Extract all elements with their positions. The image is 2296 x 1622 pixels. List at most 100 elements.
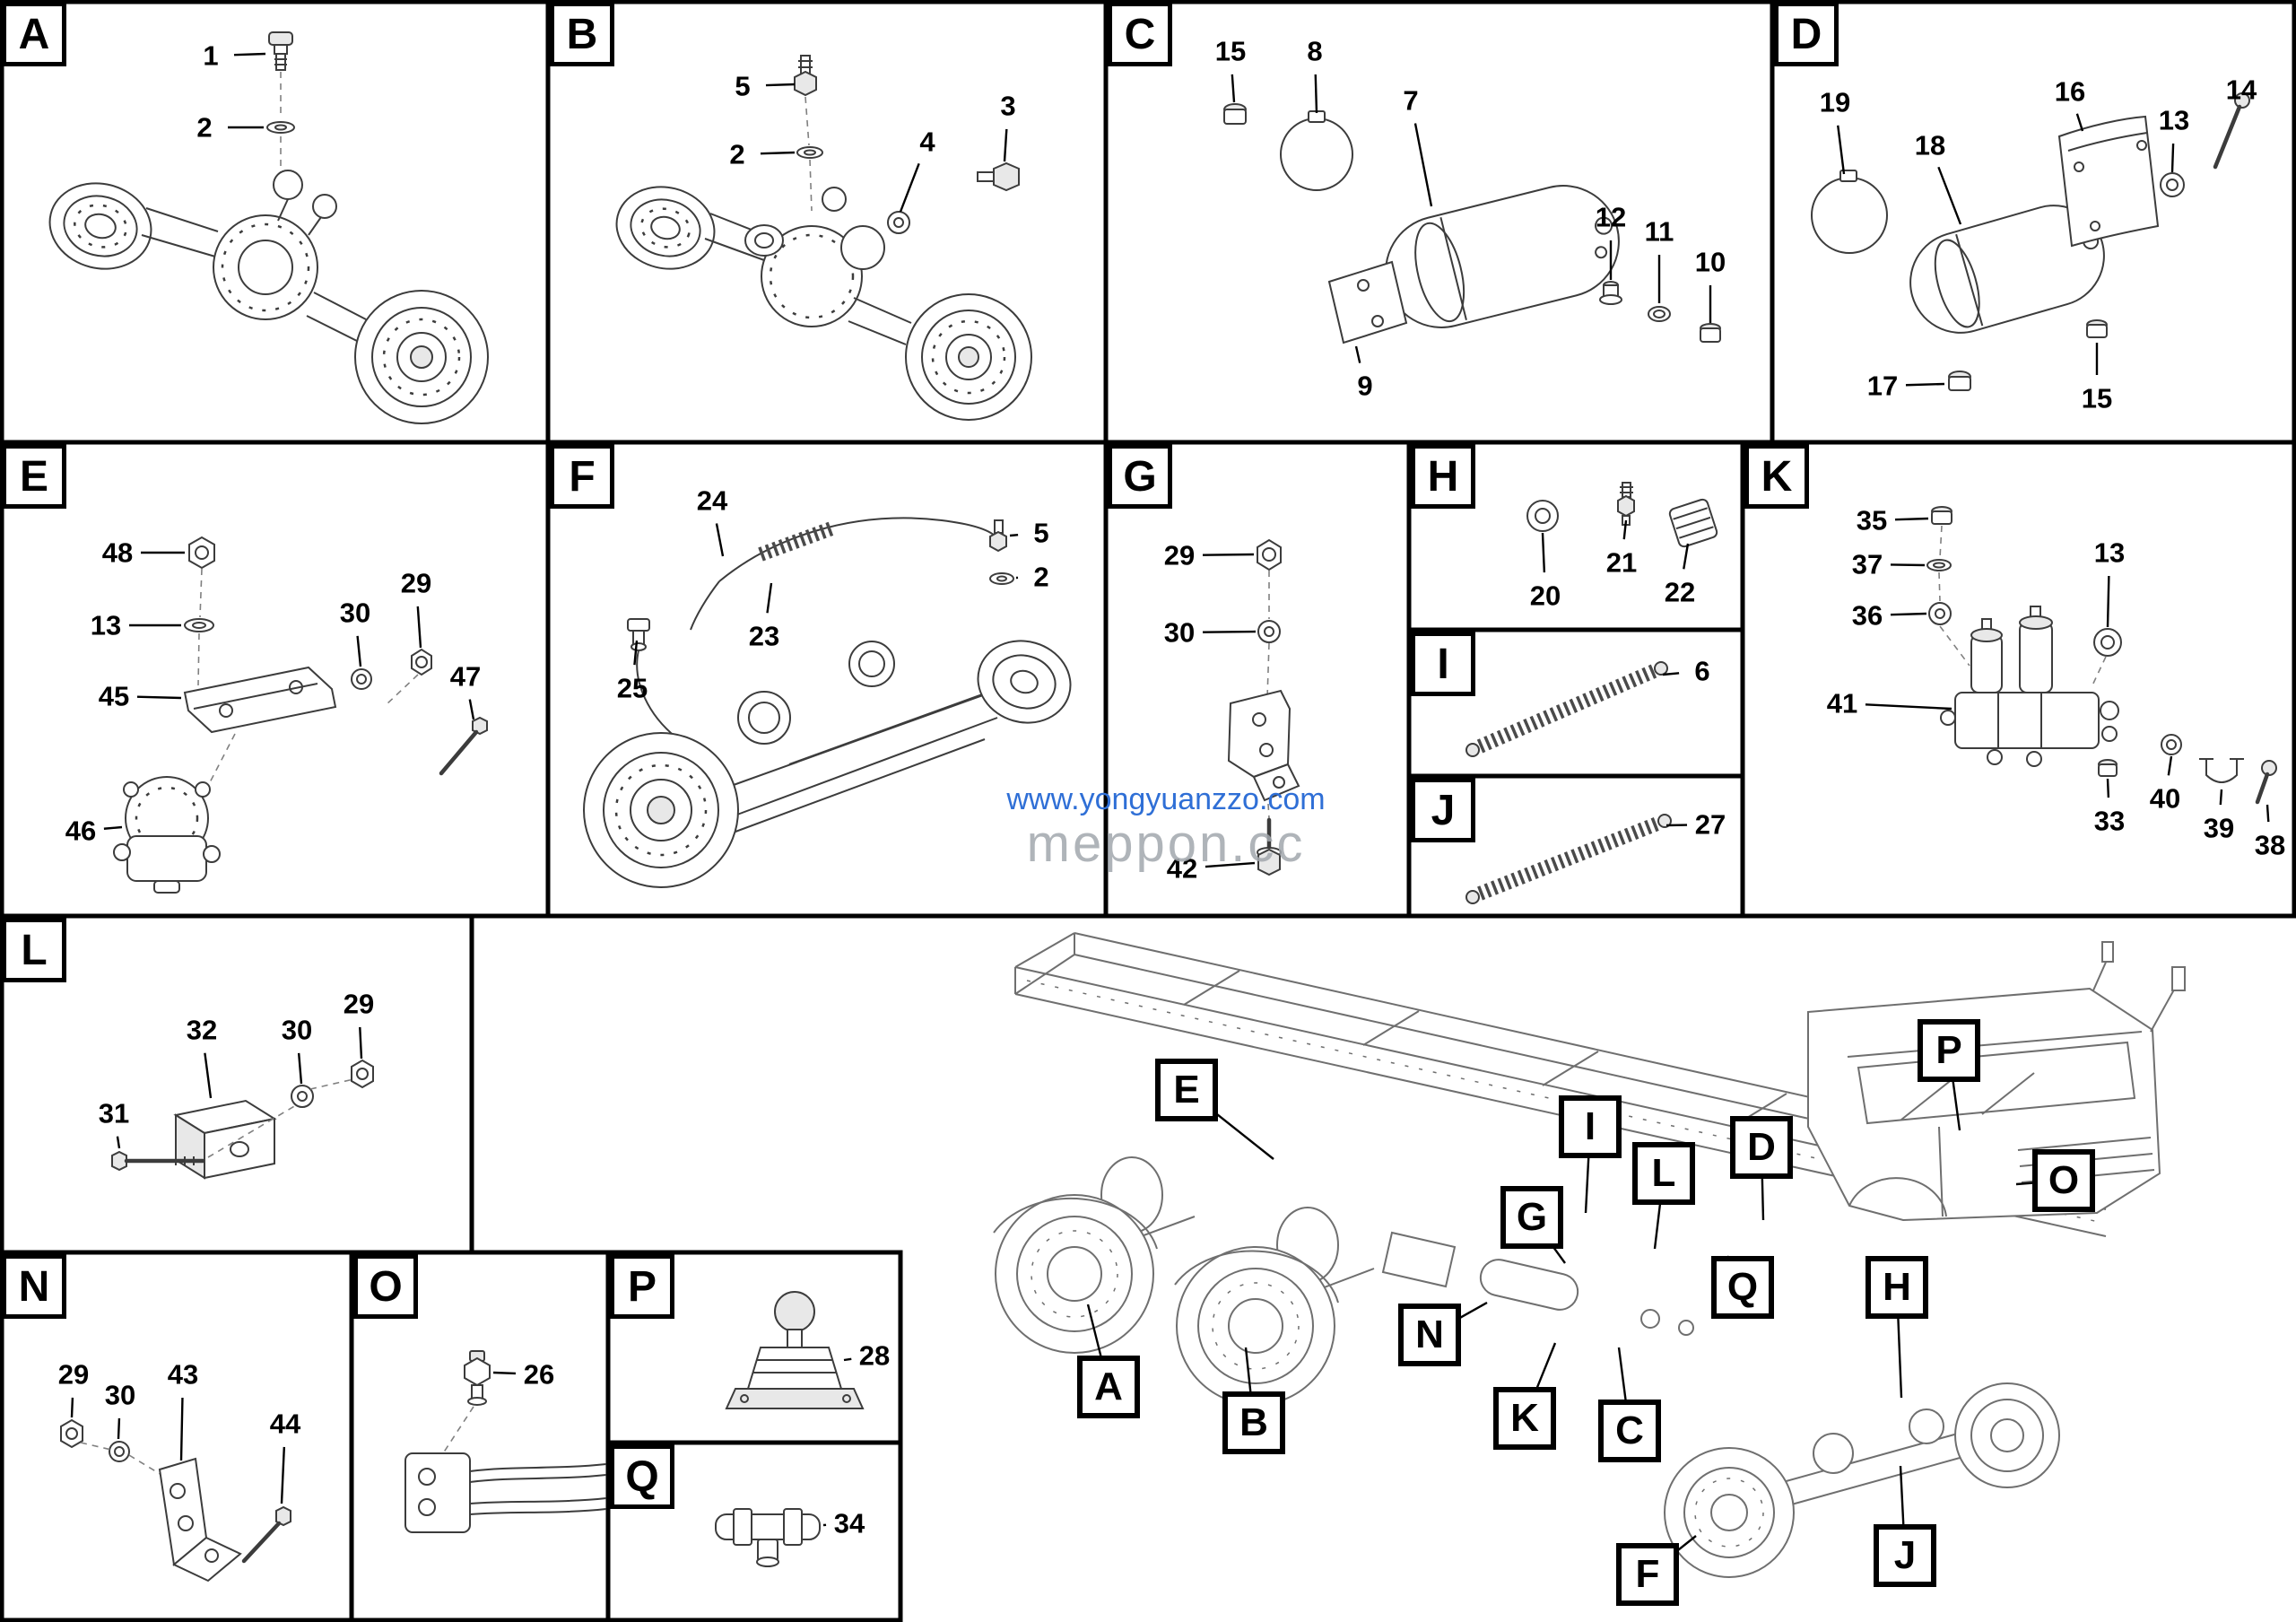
location-tag-P: P xyxy=(1918,1019,1980,1082)
valve-41-assembly xyxy=(1940,606,2119,767)
nut-29-part xyxy=(60,1418,83,1449)
callout-B-2: 2 xyxy=(729,138,745,170)
truck-overview-drawing xyxy=(993,932,2186,1578)
leader-line xyxy=(1899,1465,1905,1526)
nut-29-part xyxy=(1257,538,1282,571)
panel-B-label: B xyxy=(550,2,614,66)
plug-15-part xyxy=(1223,103,1247,125)
callout-D-17: 17 xyxy=(1866,370,1899,402)
washer-30-part xyxy=(1257,620,1281,643)
washer-37-part xyxy=(1926,559,1952,571)
leader-line xyxy=(179,1397,184,1461)
callout-E-48: 48 xyxy=(101,536,134,569)
callout-leader-lines xyxy=(70,52,2270,1557)
leader-line xyxy=(359,1026,363,1060)
leader-line xyxy=(1231,74,1236,103)
leader-line xyxy=(2266,804,2270,823)
callout-C-9: 9 xyxy=(1357,370,1373,402)
front-axle-assembly xyxy=(583,640,1072,888)
leader-line xyxy=(280,1446,286,1504)
watermark-domain: meppon.cc xyxy=(1026,815,1306,873)
callout-B-4: 4 xyxy=(919,126,935,158)
leader-line xyxy=(2170,143,2175,173)
watermark: www.yongyuanzzo.com meppon.cc xyxy=(915,782,1417,874)
location-tag-O: O xyxy=(2032,1149,2095,1212)
washer-4-part xyxy=(887,211,910,234)
leader-line xyxy=(1456,1301,1488,1321)
callout-F-23: 23 xyxy=(748,620,780,652)
callout-F-5: 5 xyxy=(1033,517,1049,549)
bracket-plate-16 xyxy=(2057,115,2160,248)
panel-E-label: E xyxy=(2,444,66,509)
leader-line xyxy=(2075,113,2084,132)
callout-K-33: 33 xyxy=(2093,805,2126,837)
washer-part xyxy=(266,121,295,134)
leader-line xyxy=(1890,612,1927,616)
leader-line xyxy=(1865,703,1952,711)
panel-K-label: K xyxy=(1744,444,1809,509)
location-tag-C: C xyxy=(1598,1400,1661,1462)
leader-line xyxy=(204,1052,213,1099)
leader-line xyxy=(1086,1304,1102,1358)
location-tag-N: N xyxy=(1398,1304,1461,1366)
leader-line xyxy=(1209,1108,1274,1160)
leader-line xyxy=(1584,1156,1590,1214)
panel-D-label: D xyxy=(1774,2,1839,66)
fitting-12-part xyxy=(1599,281,1622,305)
bracket-9-part xyxy=(1327,260,1408,344)
panel-N-label: N xyxy=(2,1254,66,1319)
hose-assembly xyxy=(690,517,996,631)
callout-E-30: 30 xyxy=(339,597,371,629)
leader-line xyxy=(356,635,362,667)
leader-line xyxy=(233,52,266,57)
leader-line xyxy=(1413,123,1433,207)
callout-K-41: 41 xyxy=(1826,687,1858,719)
leader-line xyxy=(899,162,920,213)
panel-O-label: O xyxy=(353,1254,418,1319)
washer-2-part xyxy=(989,572,1014,585)
callout-N-43: 43 xyxy=(167,1358,199,1391)
callout-K-40: 40 xyxy=(2149,782,2181,815)
panel-N-drawing xyxy=(60,1418,291,1583)
callout-K-39: 39 xyxy=(2203,812,2235,844)
control-valve-28 xyxy=(725,1291,865,1409)
leader-line xyxy=(297,1052,303,1085)
leader-line xyxy=(2015,1182,2034,1186)
washer-40-part xyxy=(2161,734,2182,755)
leader-line xyxy=(715,523,725,557)
bracket-45-part xyxy=(183,666,337,734)
plug-15-part xyxy=(2086,319,2108,338)
leader-line xyxy=(2167,755,2173,776)
frame-equipment xyxy=(1381,1231,1694,1336)
callout-L-29: 29 xyxy=(343,988,375,1020)
air-tank-7 xyxy=(1385,185,1620,328)
leader-line xyxy=(1653,1203,1662,1250)
callout-D-13: 13 xyxy=(2158,104,2190,136)
washer-part xyxy=(796,146,823,159)
washer-36-part xyxy=(1928,602,1952,625)
callout-C-7: 7 xyxy=(1403,84,1419,117)
panel-P-drawing xyxy=(725,1291,865,1409)
leader-line xyxy=(1314,74,1318,114)
location-tag-D: D xyxy=(1730,1116,1793,1179)
callout-N-29: 29 xyxy=(57,1358,90,1391)
callout-A-1: 1 xyxy=(203,39,219,72)
panel-L-drawing xyxy=(111,1059,374,1180)
leader-line xyxy=(1662,672,1680,676)
leader-line xyxy=(633,640,639,666)
washer-13-part xyxy=(2093,628,2122,657)
callout-J-27: 27 xyxy=(1694,808,1726,841)
location-tag-L: L xyxy=(1632,1142,1695,1205)
panel-L-label: L xyxy=(2,918,66,982)
callout-K-36: 36 xyxy=(1851,599,1883,632)
bolt-42-part xyxy=(1257,817,1282,876)
callout-B-5: 5 xyxy=(735,70,751,102)
callout-K-35: 35 xyxy=(1856,504,1888,536)
fitting-21-part xyxy=(1617,482,1635,526)
callout-C-15: 15 xyxy=(1214,35,1247,67)
front-axle xyxy=(1664,1382,2060,1578)
panel-F-label: F xyxy=(550,444,614,509)
leader-line xyxy=(2219,789,2223,806)
mounting-bracket-part xyxy=(1227,689,1300,802)
